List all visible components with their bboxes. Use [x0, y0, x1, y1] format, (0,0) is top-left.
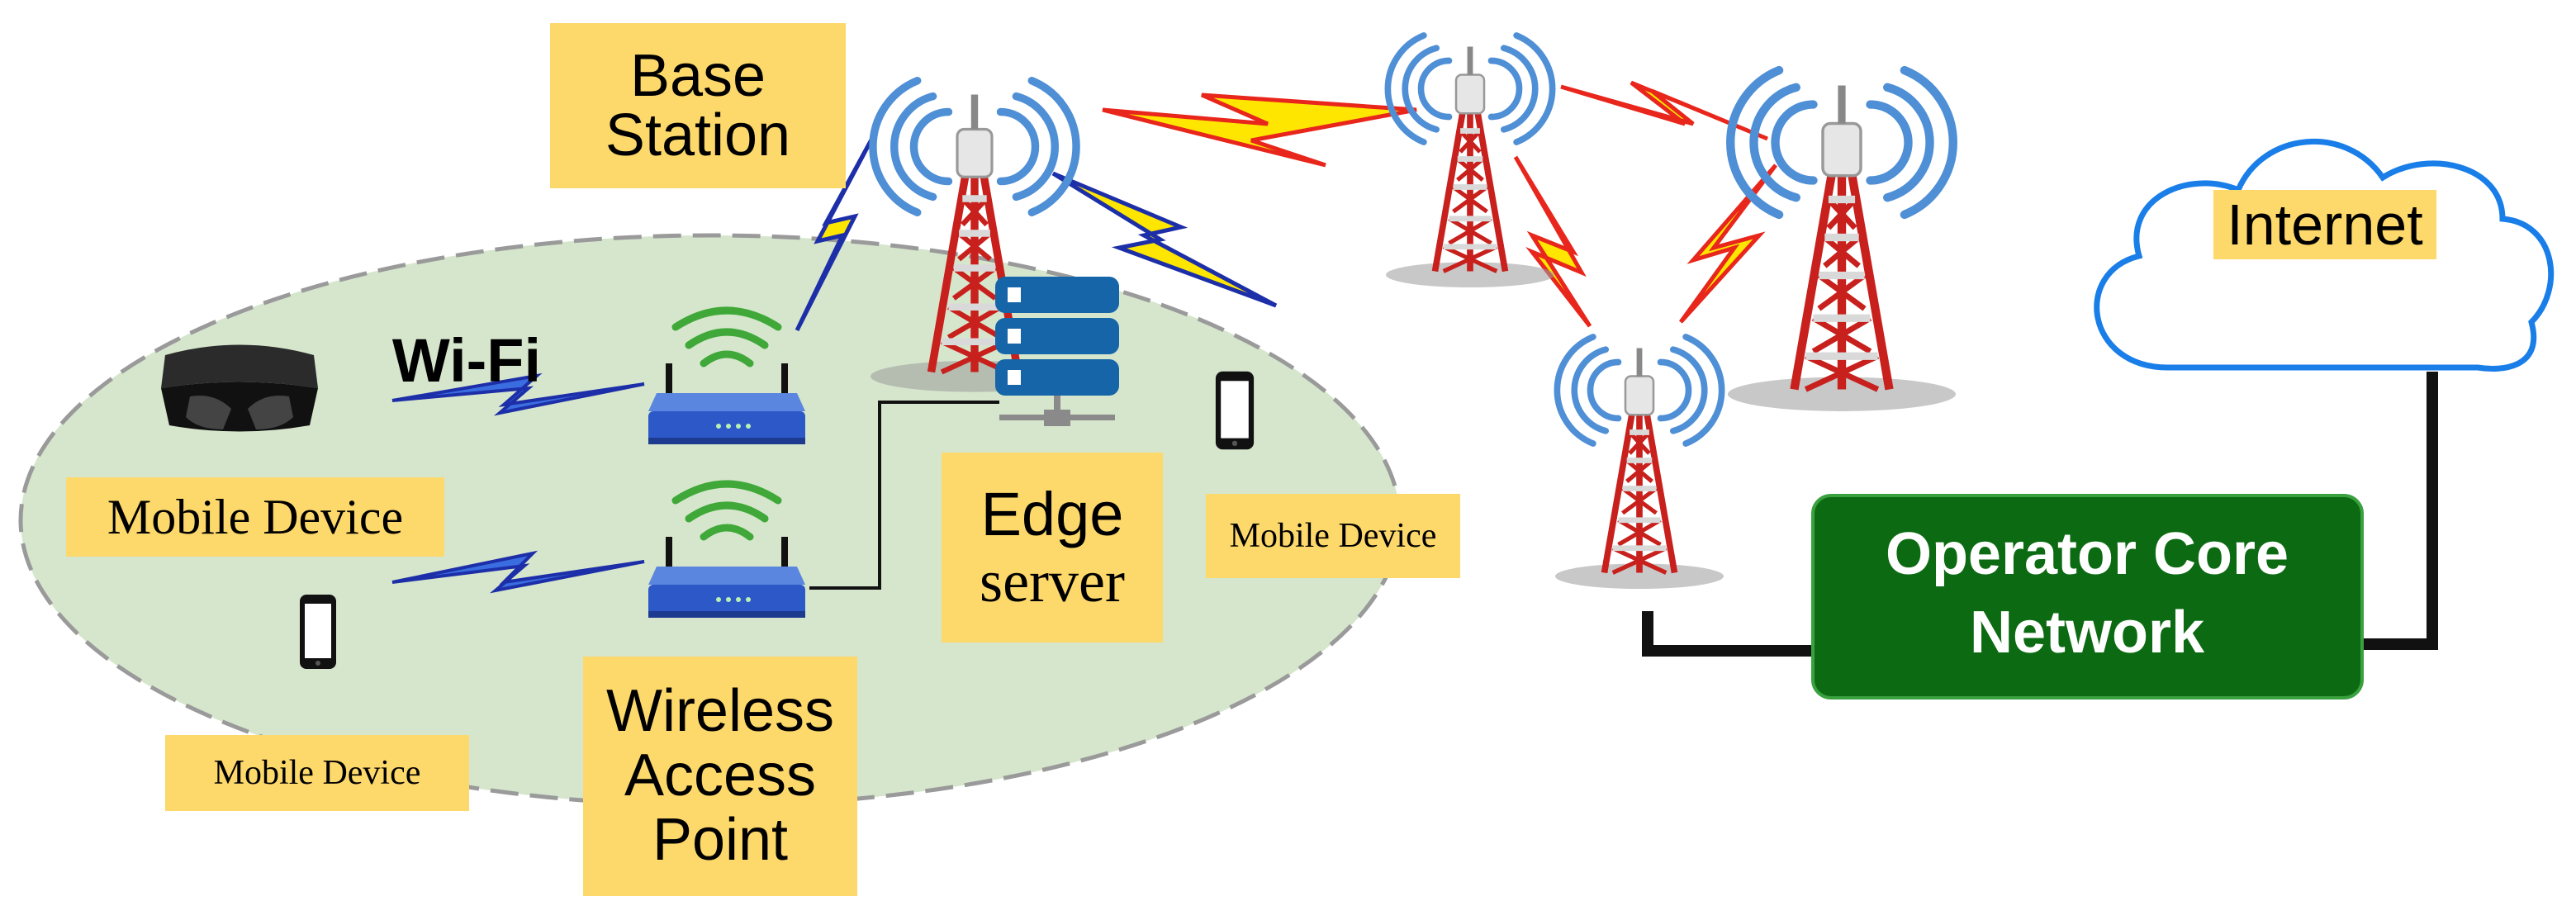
- server-icon: [995, 277, 1119, 426]
- wap-label-line2: Access: [624, 742, 817, 809]
- core-label-line2: Network: [1970, 600, 2205, 666]
- mobile-device-label-right-text: Mobile Device: [1229, 517, 1437, 555]
- wap-label-line3: Point: [652, 806, 789, 873]
- operator-core-box: [1811, 494, 2364, 699]
- internet-label: Internet: [2213, 190, 2436, 259]
- edge-server-label: Edge server: [942, 453, 1163, 643]
- mobile-device-label-bottom-text: Mobile Device: [213, 754, 421, 792]
- smartphone-icon: [300, 595, 336, 669]
- smartphone-icon: [1215, 371, 1255, 450]
- internet-label-text: Internet: [2227, 192, 2423, 257]
- mobile-device-label-left-text: Mobile Device: [107, 490, 404, 544]
- core-label-line1: Operator Core: [1886, 521, 2289, 587]
- mobile-device-label-left: Mobile Device: [66, 477, 444, 557]
- lightning-bolt-icon: [391, 80, 1777, 594]
- wap-label-line1: Wireless: [605, 678, 834, 745]
- vr-headset-icon: [161, 344, 318, 432]
- mobile-device-label-right: Mobile Device: [1206, 494, 1460, 578]
- base-station-label-line2: Station: [605, 102, 791, 168]
- base-station-label: Base Station: [550, 23, 846, 188]
- core-link-wire: [1642, 611, 1817, 657]
- base-station-label-line1: Base: [629, 43, 766, 109]
- edge-link-wire: [809, 401, 999, 590]
- wireless-access-point-label: Wireless Access Point: [583, 657, 857, 896]
- internet-link-wire: [2362, 372, 2438, 650]
- edge-server-label-line1: Edge: [980, 480, 1124, 548]
- mobile-device-label-bottom: Mobile Device: [165, 735, 469, 811]
- edge-server-label-line2: server: [980, 548, 1125, 614]
- wifi-label: Wi-Fi: [392, 326, 541, 395]
